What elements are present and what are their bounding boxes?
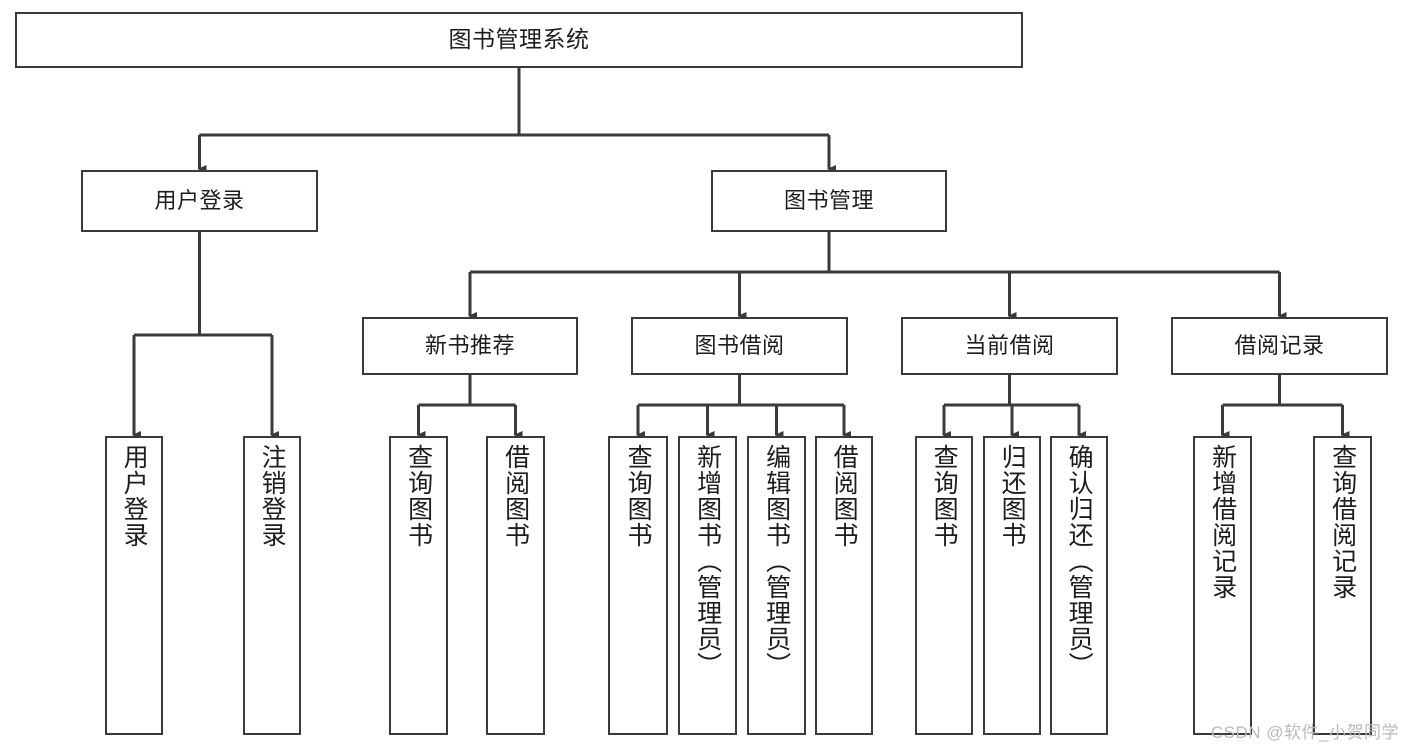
node-label: 归还图书 xyxy=(998,444,1027,548)
node-label: 注销登录 xyxy=(258,444,287,548)
node-root[interactable]: 图书管理系统 xyxy=(15,12,1023,68)
node-label: 用户登录 xyxy=(120,444,149,548)
leaf-borrow-edit-book[interactable]: 编辑图书（管理员） xyxy=(747,436,806,735)
leaf-new-query-book[interactable]: 查询图书 xyxy=(389,436,448,735)
node-label: 借阅图书 xyxy=(830,444,859,548)
node-label: 编辑图书（管理员） xyxy=(762,444,791,678)
leaf-borrow-query-book[interactable]: 查询图书 xyxy=(608,436,668,735)
node-book-management[interactable]: 图书管理 xyxy=(711,170,947,232)
node-label: 新增借阅记录 xyxy=(1208,444,1237,600)
node-label: 当前借阅 xyxy=(964,333,1055,359)
leaf-records-add[interactable]: 新增借阅记录 xyxy=(1193,436,1252,735)
node-current-borrow[interactable]: 当前借阅 xyxy=(901,317,1118,375)
node-borrow-records[interactable]: 借阅记录 xyxy=(1171,317,1388,375)
leaf-borrow-borrow-book[interactable]: 借阅图书 xyxy=(815,436,873,735)
leaf-records-query[interactable]: 查询借阅记录 xyxy=(1313,436,1372,735)
node-book-borrow[interactable]: 图书借阅 xyxy=(631,317,848,375)
node-label: 查询图书 xyxy=(930,444,959,548)
leaf-new-borrow-book[interactable]: 借阅图书 xyxy=(486,436,545,735)
node-label: 图书管理系统 xyxy=(448,26,590,53)
leaf-user-login[interactable]: 用户登录 xyxy=(105,436,163,735)
node-label: 新书推荐 xyxy=(424,333,515,359)
leaf-borrow-add-book[interactable]: 新增图书（管理员） xyxy=(678,436,737,735)
leaf-current-return-book[interactable]: 归还图书 xyxy=(983,436,1041,735)
node-label: 图书借阅 xyxy=(694,333,785,359)
node-label: 查询图书 xyxy=(624,444,653,548)
node-new-book-recommend[interactable]: 新书推荐 xyxy=(362,317,578,375)
node-label: 借阅图书 xyxy=(501,444,530,548)
node-label: 查询借阅记录 xyxy=(1328,444,1357,600)
csdn-watermark: CSDN @软件_小贺同学 xyxy=(1210,723,1399,742)
node-label: 图书管理 xyxy=(783,188,874,214)
leaf-current-confirm-return[interactable]: 确认归还（管理员） xyxy=(1050,436,1108,735)
node-user-login[interactable]: 用户登录 xyxy=(81,170,318,232)
leaf-current-query-book[interactable]: 查询图书 xyxy=(915,436,973,735)
node-label: 查询图书 xyxy=(404,444,433,548)
node-label: 确认归还（管理员） xyxy=(1065,444,1094,678)
node-label: 用户登录 xyxy=(154,188,245,214)
leaf-user-logout[interactable]: 注销登录 xyxy=(243,436,301,735)
node-label: 新增图书（管理员） xyxy=(693,444,722,678)
node-label: 借阅记录 xyxy=(1234,333,1325,359)
